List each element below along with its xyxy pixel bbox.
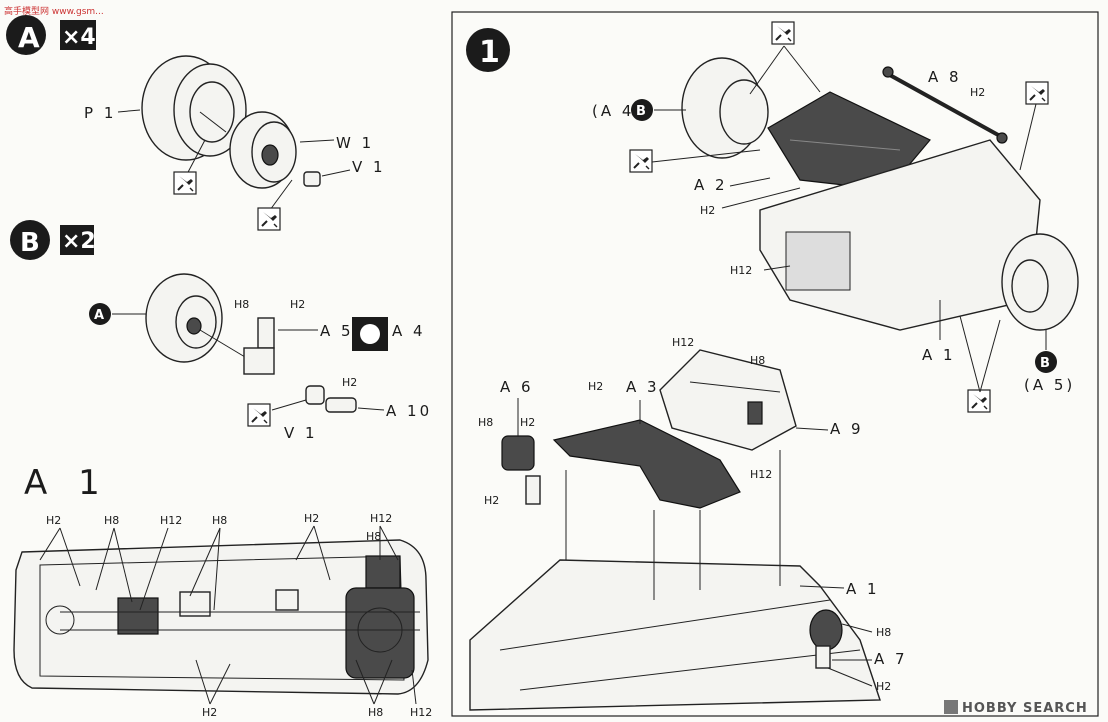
glue-icon (173, 171, 197, 195)
label-a4: A 4 (392, 322, 426, 340)
label-a7: A 7 (874, 650, 908, 668)
strut-a6: A 6 H8 H2 H2 (478, 378, 541, 507)
multiplier-x2-box (60, 225, 94, 255)
rod-a8: A 8 H2 (882, 66, 1008, 144)
section-title-a1: A 1 (24, 463, 110, 503)
label-h2-a6b: H2 (484, 494, 499, 507)
glue-icon (771, 21, 795, 45)
chassis-lower-a1: A 1 (469, 450, 881, 711)
subframe-a3: A 3 H2 (552, 378, 741, 509)
label-a2: A 2 (694, 176, 728, 194)
wheel-assembly-a: A (89, 273, 251, 363)
glue-icon (967, 389, 991, 413)
label-a6: A 6 (500, 378, 534, 396)
label-h2-a8: H2 (970, 86, 985, 99)
label-h2-a2: H2 (700, 204, 715, 217)
label-a10: A 10 (386, 402, 432, 420)
label-a8: A 8 (928, 68, 962, 86)
tank-a9: H12 H8 H12 A 9 (659, 336, 864, 481)
label-h8-a9: H8 (750, 354, 765, 367)
a1-h-labels: H2 H8 H12 H8 H2 H12 H8 H2 H8 H12 (39, 512, 432, 719)
step-badge: 1 (466, 28, 510, 72)
label-a4-paren: (A 4) (592, 102, 643, 120)
header-a-x4: A ×4 高手模型网 www.gsm... (4, 5, 104, 55)
marker-a-circle (6, 15, 46, 55)
multiplier-x4-box (60, 20, 96, 50)
label-h12: H12 (160, 514, 182, 527)
label-h12-a9b: H12 (750, 468, 772, 481)
step-frame (451, 11, 1099, 717)
header-b-x2: B ×2 (10, 220, 96, 260)
strut-a7: H8 A 7 H2 (809, 609, 908, 693)
label-h12: H12 (410, 706, 432, 719)
label-h12: H12 (370, 512, 392, 525)
label-h2-axle: H2 (342, 376, 357, 389)
label-h2: H2 (46, 514, 61, 527)
marker-b-left: B (636, 104, 646, 119)
marker-a-label: A (18, 21, 40, 54)
label-h8: H8 (212, 514, 227, 527)
label-w1: W 1 (336, 134, 374, 152)
watermark-top: 高手模型网 www.gsm... (4, 5, 104, 17)
label-h8: H8 (368, 706, 383, 719)
label-v1: V 1 (284, 424, 318, 442)
axle-v1-a10: A 10 H2 V 1 (271, 376, 432, 442)
hobby-search-watermark: HOBBY SEARCH (944, 700, 1088, 716)
undercover-a2: A 2 H2 (694, 91, 931, 217)
glue-icon (247, 403, 271, 427)
upright-a5: H8 H2 A 5 A 4 (234, 298, 426, 375)
hobby-search-logo-icon (944, 700, 958, 714)
front-wheel-left: (A 4) B (592, 57, 769, 159)
step-number: 1 (479, 35, 500, 70)
label-h2-a7: H2 (876, 680, 891, 693)
marker-a-small: A (94, 308, 104, 323)
label-a5-paren: (A 5) (1024, 376, 1075, 394)
label-h8-a7: H8 (876, 626, 891, 639)
label-h12-upper: H12 (730, 264, 752, 277)
chassis-a1-underside (13, 539, 429, 695)
marker-b-right: B (1040, 356, 1050, 371)
multiplier-x4: ×4 (62, 25, 96, 50)
label-h2-b: H2 (290, 298, 305, 311)
label-p1: P 1 (84, 104, 116, 122)
glue-icon (1025, 81, 1049, 105)
label-h8: H8 (104, 514, 119, 527)
label-a1-upper: A 1 (922, 346, 956, 364)
label-h2-a6: H2 (520, 416, 535, 429)
glue-icon (629, 149, 653, 173)
chassis-upper: H12 A 1 (730, 139, 1041, 364)
watermark-text: HOBBY SEARCH (962, 701, 1088, 716)
label-h8: H8 (366, 530, 381, 543)
label-a1-lower: A 1 (846, 580, 880, 598)
label-a9: A 9 (830, 420, 864, 438)
multiplier-x2: ×2 (62, 229, 96, 254)
tyre-p1: P 1 (84, 55, 247, 161)
label-h2: H2 (304, 512, 319, 525)
label-h2-a3: H2 (588, 380, 603, 393)
label-v1-top: V 1 (352, 158, 386, 176)
label-a3: A 3 (626, 378, 660, 396)
rear-wheel-right: B (A 5) (1001, 233, 1079, 394)
label-a5: A 5 (320, 322, 354, 340)
marker-b-circle (10, 220, 50, 260)
label-h8-a6: H8 (478, 416, 493, 429)
glue-icon (257, 207, 281, 231)
marker-b-label: B (20, 228, 40, 258)
wheel-w1: W 1 (185, 111, 374, 189)
label-h2: H2 (202, 706, 217, 719)
label-h12-a9: H12 (672, 336, 694, 349)
cap-v1: V 1 (269, 158, 386, 211)
label-h8-b: H8 (234, 298, 249, 311)
